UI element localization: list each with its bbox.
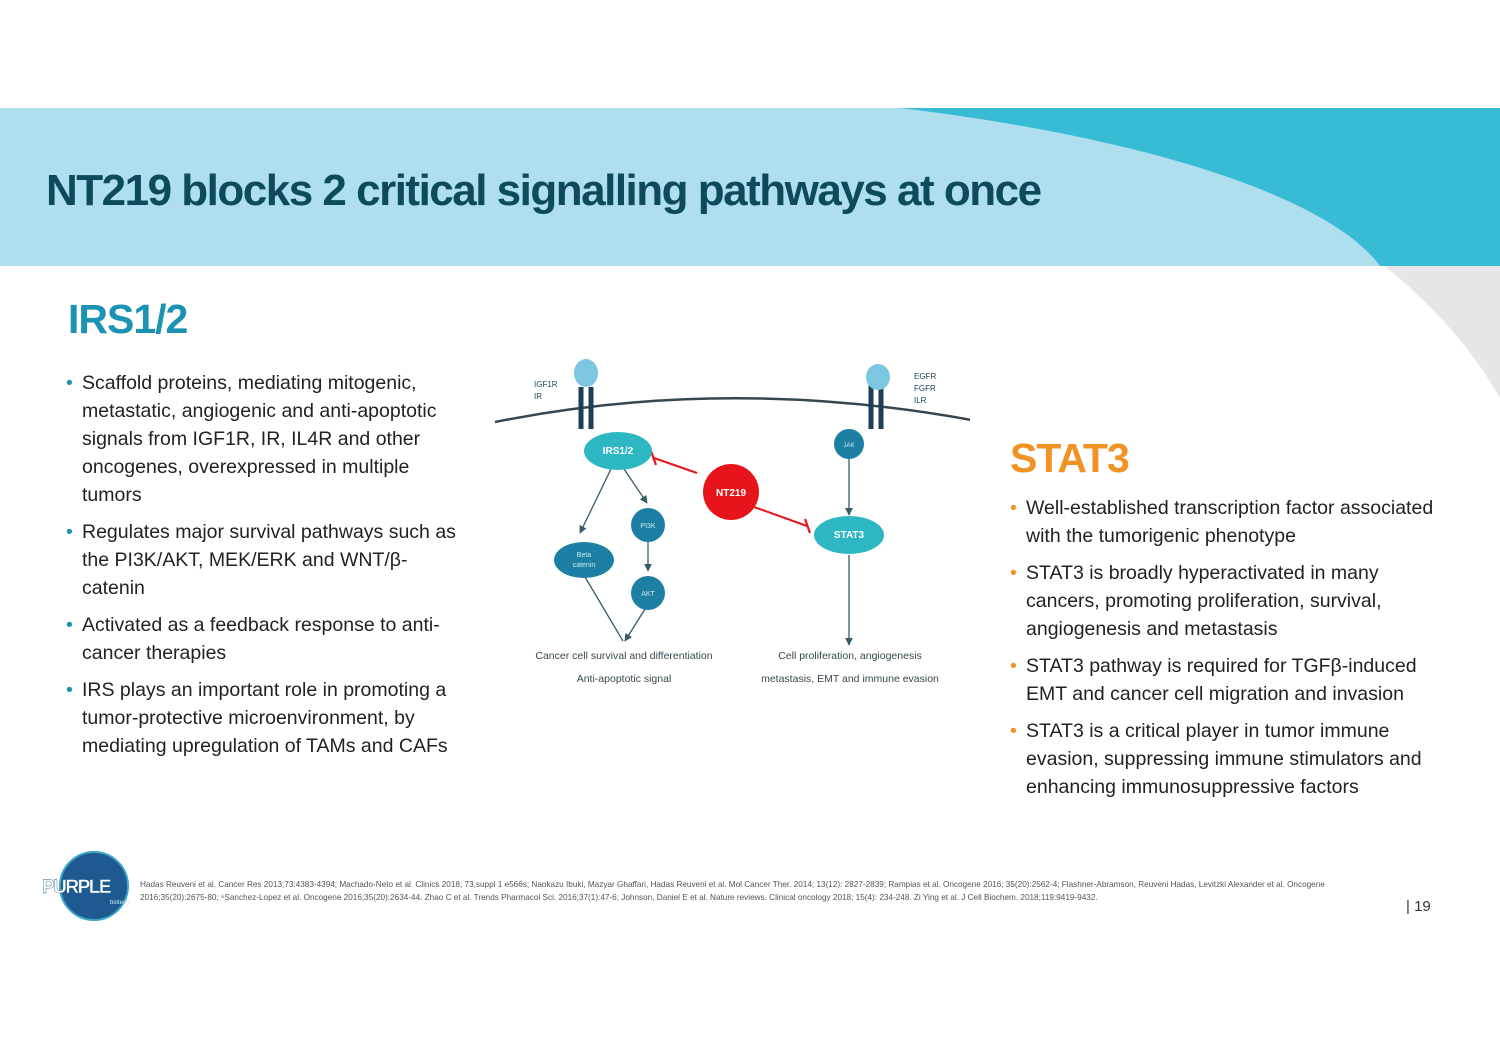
- stat3-bullet: STAT3 is a critical player in tumor immu…: [1010, 717, 1450, 801]
- node-jak-label: JAK: [843, 443, 854, 449]
- logo-text: PURPLE: [42, 877, 111, 898]
- outcome-right-line1: Cell proliferation, angiogenesis: [778, 650, 922, 662]
- node-nt219-label: NT219: [716, 488, 746, 499]
- inhibition-irs: [649, 450, 698, 474]
- node-pi3k-label: PI3K: [640, 523, 656, 530]
- irs-bullet: Activated as a feedback response to anti…: [66, 611, 466, 667]
- stat3-heading: STAT3: [1010, 435, 1130, 481]
- node-akt-label: AKT: [641, 591, 655, 598]
- inhibition-stat3: [753, 506, 812, 534]
- node-stat3-label: STAT3: [834, 530, 865, 541]
- left-receptor: [574, 359, 598, 429]
- banner-swoosh: [900, 108, 1500, 266]
- edge-akt-outcome: [624, 608, 646, 642]
- right-receptor-label-3: ILR: [914, 396, 927, 405]
- node-irs12: IRS1/2: [584, 432, 652, 470]
- left-receptor-label-1: IGF1R: [534, 380, 558, 389]
- stat3-bullet: STAT3 is broadly hyperactivated in many …: [1010, 559, 1450, 643]
- irs-bullet: Regulates major survival pathways such a…: [66, 518, 466, 602]
- purple-biotech-logo: PURPLE biotech: [42, 851, 129, 921]
- cell-membrane: [494, 397, 970, 424]
- stat3-bullet: Well-established transcription factor as…: [1010, 494, 1450, 550]
- node-nt219: NT219: [703, 464, 759, 520]
- node-akt: AKT: [631, 576, 665, 610]
- irs-bullet: Scaffold proteins, mediating mitogenic, …: [66, 369, 466, 509]
- right-receptor: [866, 364, 890, 429]
- logo-subtext: biotech: [110, 900, 129, 906]
- slide-title: NT219 blocks 2 critical signalling pathw…: [46, 166, 1042, 215]
- irs-bullet: IRS plays an important role in promoting…: [66, 676, 466, 760]
- outcome-left-line1: Cancer cell survival and differentiation: [535, 650, 712, 662]
- right-receptor-label-1: EGFR: [914, 372, 936, 381]
- node-beta-catenin: Beta catenin: [554, 542, 614, 578]
- node-irs12-label: IRS1/2: [603, 446, 634, 457]
- outcome-left-line2: Anti-apoptotic signal: [577, 673, 672, 685]
- edge-irs-beta: [579, 468, 612, 534]
- node-beta-label-2: catenin: [573, 562, 596, 569]
- irs-bullet-list: Scaffold proteins, mediating mitogenic, …: [66, 369, 466, 769]
- title-banner: [0, 108, 1500, 266]
- references: Hadas Reuveni et al. Cancer Res 2013;73:…: [140, 880, 1325, 902]
- left-receptor-label-2: IR: [534, 392, 542, 401]
- node-beta-label-1: Beta: [577, 552, 592, 559]
- node-stat3: STAT3: [814, 516, 884, 554]
- stat3-bullet-list: Well-established transcription factor as…: [1010, 494, 1450, 810]
- page-number: | 19: [1406, 898, 1431, 915]
- outcome-right-line2: metastasis, EMT and immune evasion: [761, 673, 939, 685]
- irs-heading: IRS1/2: [68, 296, 188, 342]
- right-receptor-label-2: FGFR: [914, 384, 936, 393]
- stat3-bullet: STAT3 pathway is required for TGFβ-induc…: [1010, 652, 1450, 708]
- edge-irs-pi3k: [623, 468, 648, 504]
- edge-beta-outcome: [584, 576, 624, 642]
- pathway-diagram: IGF1R IR EGFR FGFR ILR IRS1/2 NT219 JAK …: [494, 359, 970, 685]
- node-jak: JAK: [834, 429, 864, 459]
- node-pi3k: PI3K: [631, 508, 665, 542]
